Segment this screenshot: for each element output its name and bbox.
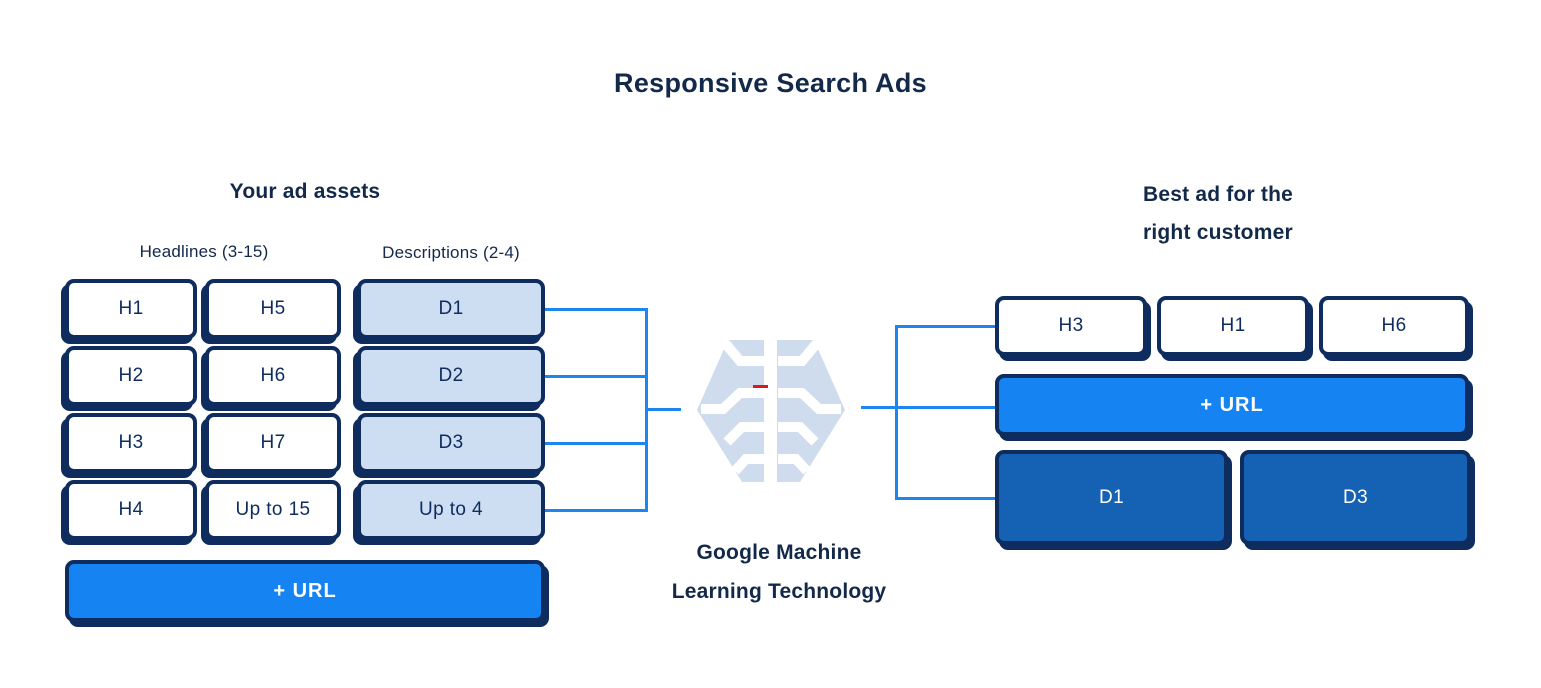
center-caption: Google Machine Learning Technology: [599, 533, 959, 611]
url-label: + URL: [273, 579, 337, 602]
connector-d3: [545, 442, 648, 445]
description-box-d1: D1: [357, 279, 545, 339]
headline-box-h7: H7: [205, 413, 341, 473]
best-description-box-d1: D1: [995, 450, 1228, 545]
headline-label: H6: [1381, 315, 1407, 336]
best-headline-box-h6: H6: [1319, 296, 1469, 356]
connector-d1: [545, 308, 648, 311]
description-label: D3: [1342, 486, 1369, 508]
connector-right-top: [895, 325, 995, 328]
headline-box-h5: H5: [205, 279, 341, 339]
left-section-heading: Your ad assets: [229, 180, 381, 203]
headline-box-h4: H4: [65, 480, 197, 540]
description-label: D3: [438, 432, 464, 453]
headline-label: H1: [118, 298, 144, 319]
left-url-bar: + URL: [65, 560, 545, 622]
headline-label: H4: [118, 499, 144, 520]
headline-label: H7: [260, 432, 286, 453]
headline-box-h2: H2: [65, 346, 197, 406]
headline-box-up-to-15: Up to 15: [205, 480, 341, 540]
description-label: D2: [438, 365, 464, 386]
description-label: D1: [1098, 486, 1125, 508]
description-box-up-to-4: Up to 4: [357, 480, 545, 540]
right-heading-line-2: right customer: [1143, 221, 1293, 244]
headline-box-h1: H1: [65, 279, 197, 339]
description-label: Up to 4: [418, 499, 484, 520]
headline-label: H2: [118, 365, 144, 386]
connector-right-middle: [861, 406, 995, 409]
red-dash-mark: [753, 385, 768, 388]
headline-label: H3: [1058, 315, 1084, 336]
headline-box-h3: H3: [65, 413, 197, 473]
description-label: D1: [438, 298, 464, 319]
description-box-d2: D2: [357, 346, 545, 406]
machine-learning-brain-icon: [697, 337, 845, 483]
headline-label: Up to 15: [235, 499, 311, 520]
descriptions-column-label: Descriptions (2-4): [382, 243, 520, 262]
connector-left-stub: [645, 408, 681, 411]
headline-label: H5: [260, 298, 286, 319]
headline-label: H6: [260, 365, 286, 386]
right-url-bar: + URL: [995, 374, 1469, 436]
headline-label: H3: [118, 432, 144, 453]
best-headline-box-h3: H3: [995, 296, 1147, 356]
url-label: + URL: [1200, 393, 1264, 416]
headlines-column-label: Headlines (3-15): [139, 242, 269, 261]
page-title: Responsive Search Ads: [614, 68, 927, 98]
description-box-d3: D3: [357, 413, 545, 473]
headline-label: H1: [1220, 315, 1246, 336]
caption-line-2: Learning Technology: [671, 580, 887, 603]
connector-up-to-4: [545, 509, 648, 512]
right-heading-line-1: Best ad for the: [1143, 183, 1294, 206]
best-description-box-d3: D3: [1240, 450, 1471, 545]
caption-line-1: Google Machine: [696, 541, 862, 564]
headline-box-h6: H6: [205, 346, 341, 406]
connector-d2: [545, 375, 648, 378]
connector-right-bottom: [895, 497, 995, 500]
best-headline-box-h1: H1: [1157, 296, 1309, 356]
right-section-heading: Best ad for the right customer: [1143, 176, 1473, 252]
connector-right-bus: [895, 325, 898, 500]
